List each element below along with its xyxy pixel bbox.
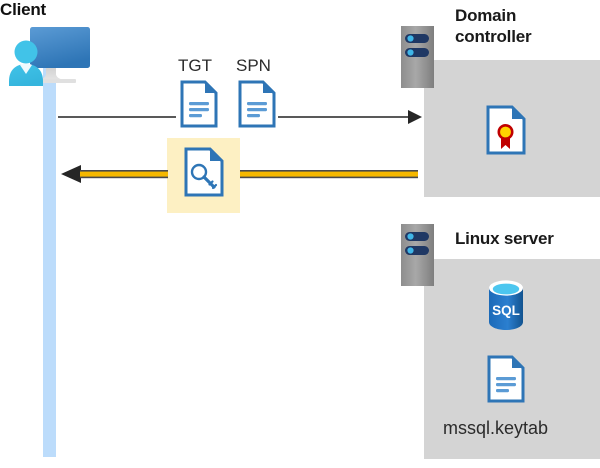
client-title: Client (0, 0, 47, 19)
server-rack-icon (401, 26, 434, 88)
domain-controller-title-line1: Domain (455, 6, 517, 25)
document-icon (180, 80, 218, 128)
key-document-icon (184, 147, 224, 197)
request-arrow-right (58, 110, 422, 124)
server-rack-icon (401, 224, 434, 286)
domain-controller-title: Domain controller (455, 5, 595, 47)
sql-database-icon: SQL (489, 280, 523, 330)
keytab-document-icon (487, 355, 525, 403)
linux-server-title: Linux server (455, 229, 554, 248)
document-icon (238, 80, 276, 128)
spn-label: SPN (236, 56, 271, 75)
user-workstation-icon (9, 27, 90, 86)
tgt-label: TGT (178, 56, 212, 75)
domain-controller-title-line2: controller (455, 27, 532, 46)
certificate-document-icon (486, 105, 526, 155)
keytab-filename-label: mssql.keytab (443, 418, 549, 438)
client-lifeline (43, 60, 56, 457)
response-arrow-left (61, 165, 418, 183)
sql-label: SQL (492, 303, 520, 318)
